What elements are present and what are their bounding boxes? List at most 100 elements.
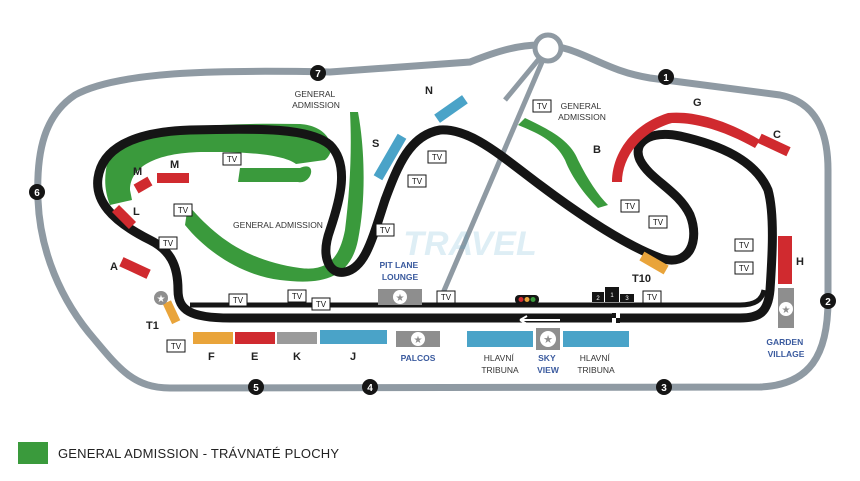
- tv-screen-frame: [734, 238, 754, 252]
- label-t10: T10: [632, 273, 651, 285]
- grandstand-j[interactable]: [320, 330, 387, 344]
- label-t1: T1: [146, 320, 159, 332]
- hosp-line: PIT LANE: [379, 260, 418, 270]
- grandstand-main-right[interactable]: [563, 331, 629, 347]
- race-track: [93, 124, 777, 323]
- turn-number: 1: [663, 73, 669, 84]
- turn-badge-1: [658, 69, 674, 85]
- label-m-small: M: [133, 166, 142, 178]
- tv-label: TV: [316, 300, 327, 309]
- main-grandstand-right-label: HLAVNÍ TRIBUNA: [577, 353, 615, 375]
- grandstands: [111, 95, 792, 347]
- ga-label-central: GENERAL ADMISSION: [233, 220, 323, 230]
- label-a: A: [110, 261, 118, 273]
- pit-lane-lounge-label: PIT LANE LOUNGE: [379, 260, 420, 282]
- tv-label: TV: [233, 296, 244, 305]
- tv-screen-frame: [375, 223, 395, 237]
- ga-label-line: ADMISSION: [292, 100, 340, 110]
- tv-screen-frame: [648, 215, 668, 229]
- grandstand-c[interactable]: [757, 133, 791, 157]
- ga-area-central: [185, 112, 364, 282]
- grandstand-k[interactable]: [277, 332, 317, 344]
- ga-label-line: ADMISSION: [558, 112, 606, 122]
- grandstand-n[interactable]: [434, 95, 468, 123]
- tv-screen-icon: TV: [648, 215, 668, 229]
- direction-arrow-icon: [519, 315, 560, 325]
- label-f: F: [208, 351, 215, 363]
- turn-number: 3: [661, 383, 667, 394]
- star-icon-bg: [154, 291, 168, 305]
- star-icon-bg: [411, 332, 425, 346]
- grandstand-g[interactable]: [612, 112, 760, 182]
- tv-screen-icon: TV: [436, 290, 456, 304]
- tv-screen-icon: TV: [158, 236, 178, 250]
- main-grandstand-left-label: HLAVNÍ TRIBUNA: [481, 353, 519, 375]
- star-icon: ★: [157, 294, 166, 305]
- grandstand-f[interactable]: [193, 332, 233, 344]
- tv-screen-icon: TV: [427, 150, 447, 164]
- tv-label: TV: [432, 153, 443, 162]
- tv-screen-icon: TV: [287, 289, 307, 303]
- tv-screen-frame: [642, 290, 662, 304]
- turn-badge-5: [248, 379, 264, 395]
- tv-screen-icon: TV: [228, 293, 248, 307]
- hosp-line: LOUNGE: [382, 272, 419, 282]
- garden-village-label: GARDEN VILLAGE: [766, 337, 805, 359]
- grandstand-t1[interactable]: [162, 300, 181, 325]
- pit-lane: [190, 289, 767, 308]
- grandstand-m[interactable]: [157, 173, 189, 183]
- tv-screen-frame: [228, 293, 248, 307]
- perimeter-road: [34, 41, 832, 392]
- tv-label: TV: [163, 239, 174, 248]
- tv-label: TV: [380, 226, 391, 235]
- tv-label: TV: [292, 292, 303, 301]
- tv-label: TV: [739, 264, 750, 273]
- tv-label: TV: [625, 202, 636, 211]
- tv-screen-icon: TV: [532, 99, 552, 113]
- podium-first: 1: [610, 293, 614, 299]
- tv-screen-frame: [532, 99, 552, 113]
- turn-badge-3: [656, 379, 672, 395]
- grandstand-s[interactable]: [373, 133, 407, 181]
- tv-screen-icon: TV: [311, 297, 331, 311]
- tv-label: TV: [647, 293, 658, 302]
- tv-screen-icon: TV: [620, 199, 640, 213]
- grandstand-t10[interactable]: [639, 251, 669, 275]
- finish-line-check: [612, 313, 616, 318]
- hosp-line: SKY: [538, 353, 556, 363]
- tv-screen-icon: TV: [734, 238, 754, 252]
- mg-line: HLAVNÍ: [484, 353, 515, 363]
- grandstand-m-small[interactable]: [133, 176, 153, 194]
- star-icon: ★: [414, 335, 423, 346]
- hosp-line: GARDEN: [766, 337, 803, 347]
- grandstand-l[interactable]: [111, 204, 137, 230]
- turn-badge-4: [362, 379, 378, 395]
- label-n: N: [425, 85, 433, 97]
- grandstand-h[interactable]: [778, 236, 792, 284]
- main-grandstand-labels: HLAVNÍ TRIBUNA HLAVNÍ TRIBUNA: [481, 353, 615, 375]
- grandstand-e[interactable]: [235, 332, 275, 344]
- tv-screen-icon: TV: [173, 203, 193, 217]
- tv-label: TV: [178, 206, 189, 215]
- turn-number: 2: [825, 297, 831, 308]
- finish-line-check: [616, 318, 620, 323]
- ga-area-east: [518, 118, 608, 208]
- hospitality: ★ ★ ★ ★ ★: [154, 288, 794, 350]
- mg-line: TRIBUNA: [481, 365, 519, 375]
- tv-label: TV: [441, 293, 452, 302]
- podium-third: 3: [625, 296, 629, 302]
- label-h: H: [796, 256, 804, 268]
- grandstand-main-left[interactable]: [467, 331, 533, 347]
- label-e: E: [251, 351, 258, 363]
- grandstand-a[interactable]: [119, 257, 151, 279]
- podium-second: 2: [596, 296, 600, 302]
- ga-label-east: GENERAL ADMISSION: [558, 101, 606, 122]
- tv-screen-frame: [427, 150, 447, 164]
- ga-label-line: GENERAL: [561, 101, 602, 111]
- turn-badge-2: [820, 293, 836, 309]
- podium-icon: 2 1 3: [592, 287, 634, 302]
- label-k: K: [293, 351, 301, 363]
- ga-label-north: GENERAL ADMISSION: [292, 89, 340, 110]
- hospitality-labels: PIT LANE LOUNGE PALCOS SKY VIEW GARDEN V…: [379, 260, 805, 375]
